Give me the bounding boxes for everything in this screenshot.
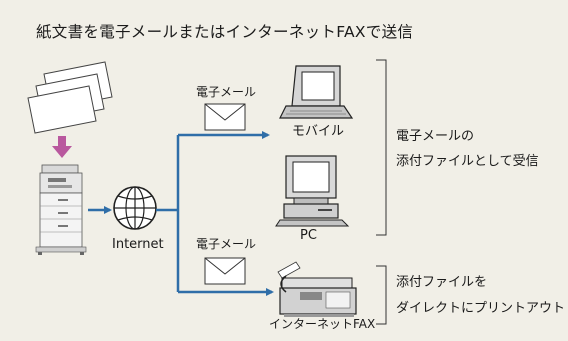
- computers-description-line2: 添付ファイルとして受信: [396, 154, 539, 169]
- email-label-bottom: 電子メール: [196, 237, 257, 251]
- computers-description: 電子メールの 添付ファイルとして受信: [396, 124, 539, 174]
- pc-label: PC: [300, 228, 317, 243]
- internet-fax-label: インターネットFAX: [269, 317, 376, 331]
- copier-icon: [35, 164, 87, 255]
- envelope-icon-bottom: [204, 257, 246, 285]
- mobile-label: モバイル: [292, 124, 345, 139]
- envelope-icon-top: [204, 103, 246, 131]
- bracket-fax: [376, 265, 387, 325]
- laptop-icon: [279, 65, 354, 119]
- computers-description-line1: 電子メールの: [396, 129, 475, 144]
- globe-icon: [113, 186, 157, 230]
- fax-description-line2: ダイレクトにプリントアウト: [396, 301, 566, 316]
- connector-lines: [156, 131, 274, 296]
- internet-label: Internet: [112, 237, 164, 252]
- diagram-title: 紙文書を電子メールまたはインターネットFAXで送信: [36, 23, 414, 41]
- desktop-pc-icon: [275, 155, 350, 227]
- scan-arrow: [52, 136, 72, 158]
- paper-documents-icon: [27, 61, 113, 134]
- fax-description: 添付ファイルを ダイレクトにプリントアウト: [396, 270, 565, 322]
- fax-description-line1: 添付ファイルを: [396, 275, 488, 290]
- fax-machine-icon: [277, 261, 357, 317]
- bracket-computers: [376, 59, 387, 236]
- email-label-top: 電子メール: [196, 85, 257, 99]
